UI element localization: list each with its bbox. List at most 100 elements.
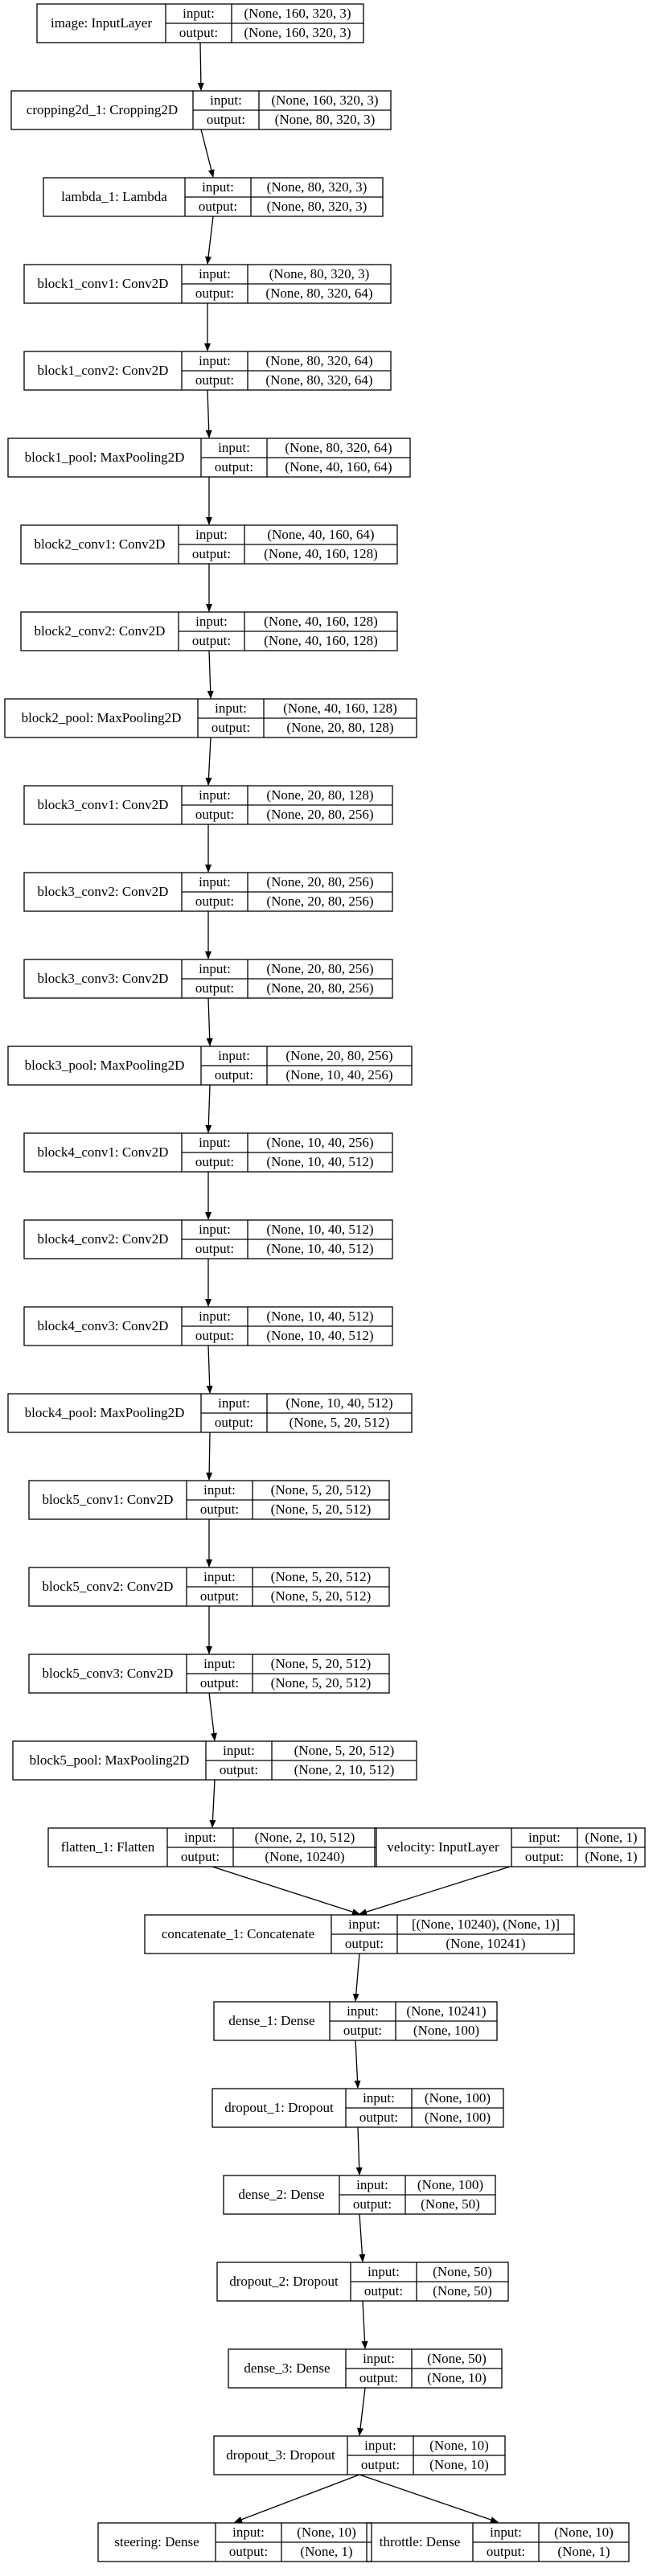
input-shape: (None, 10241) — [406, 2003, 486, 2019]
output-shape: (None, 10, 40, 256) — [285, 1067, 392, 1083]
layer-node-n23: concatenate_1: Concatenateinput:output:[… — [144, 1914, 575, 1954]
layer-name: throttle: Dense — [380, 2534, 461, 2549]
layer-name: dropout_3: Dropout — [226, 2447, 335, 2463]
layer-node-n13: block4_conv1: Conv2Dinput:output:(None, … — [23, 1132, 393, 1173]
edge-n19-n20 — [208, 1692, 217, 1741]
output-label: output: — [487, 2544, 525, 2559]
output-shape: (None, 40, 160, 64) — [285, 459, 392, 475]
layer-name: block2_pool: MaxPooling2D — [22, 710, 182, 725]
output-label: output: — [229, 2544, 268, 2559]
input-label: input: — [218, 1048, 250, 1063]
input-label: input: — [199, 1135, 231, 1150]
layer-name: block3_conv2: Conv2D — [38, 884, 169, 899]
layer-name: flatten_1: Flatten — [61, 1839, 155, 1855]
output-label: output: — [195, 372, 234, 388]
input-shape: (None, 10, 40, 512) — [285, 1395, 392, 1411]
output-label: output: — [364, 2283, 403, 2299]
output-label: output: — [195, 1241, 234, 1256]
edge-n2-n3 — [205, 216, 214, 265]
input-label: input: — [184, 1830, 216, 1845]
output-label: output: — [359, 2370, 398, 2385]
nodes-layer: image: InputLayer input: output: (None, 160… — [4, 3, 646, 2562]
input-shape: (None, 80, 320, 64) — [265, 353, 372, 368]
input-label: input: — [199, 874, 231, 889]
output-label: output: — [200, 1502, 239, 1517]
edge-n15-n16 — [206, 1345, 213, 1394]
layer-name: block3_conv1: Conv2D — [38, 797, 169, 812]
output-shape: (None, 40, 160, 128) — [264, 633, 378, 648]
output-label: output: — [215, 459, 253, 475]
layer-name: block3_pool: MaxPooling2D — [25, 1058, 185, 1073]
output-shape: (None, 5, 20, 512) — [271, 1675, 372, 1691]
input-label: input: — [363, 2351, 395, 2366]
output-shape: (None, 80, 320, 3) — [275, 112, 376, 127]
output-shape: (None, 160, 320, 3) — [244, 25, 351, 40]
output-shape: (None, 80, 320, 3) — [267, 199, 368, 214]
input-label: input: — [356, 2177, 388, 2192]
input-label: input: — [528, 1830, 561, 1845]
edge-n12-n13 — [205, 1084, 212, 1133]
output-label: output: — [212, 720, 250, 735]
layer-node-n14: block4_conv2: Conv2Dinput:output:(None, … — [23, 1219, 393, 1259]
input-shape: [(None, 10240), (None, 1)] — [412, 1917, 560, 1932]
output-label: output: — [343, 2023, 382, 2038]
edge-n25-n26 — [355, 2126, 363, 2175]
output-shape: (None, 20, 80, 256) — [266, 807, 373, 822]
input-label: input: — [183, 6, 215, 21]
output-shape: (None, 1) — [585, 1849, 637, 1864]
output-shape: (None, 10) — [429, 2457, 489, 2472]
edge-n1-n2 — [200, 129, 215, 178]
input-shape: (None, 10, 40, 512) — [266, 1309, 373, 1324]
input-label: input: — [215, 700, 247, 716]
output-shape: (None, 100) — [413, 2023, 479, 2038]
input-shape: (None, 10) — [297, 2525, 356, 2540]
layer-node-n10: block3_conv2: Conv2Dinput:output:(None, … — [23, 872, 393, 912]
layer-name: steering: Dense — [114, 2534, 199, 2549]
layer-node-n8: block2_pool: MaxPooling2D input: output: (N… — [4, 698, 417, 738]
layer-node-n7: block2_conv2: Conv2Dinput:output:(None, … — [20, 611, 398, 651]
layer-name: dropout_2: Dropout — [229, 2274, 339, 2289]
layer-name: block5_conv2: Conv2D — [43, 1579, 174, 1594]
layer-name: block4_conv2: Conv2D — [38, 1231, 169, 1247]
input-shape: (None, 160, 320, 3) — [271, 92, 378, 108]
input-label: input: — [203, 1482, 236, 1498]
output-shape: (None, 5, 20, 512) — [271, 1502, 372, 1517]
output-shape: (None, 1) — [557, 2544, 610, 2559]
edge-n29-n30 — [234, 2474, 360, 2523]
output-label: output: — [195, 286, 234, 301]
input-label: input: — [347, 2003, 379, 2019]
layer-node-n18: block5_conv2: Conv2Dinput:output:(None, … — [28, 1567, 390, 1607]
layer-name: lambda_1: Lambda — [61, 189, 167, 204]
input-shape: (None, 50) — [427, 2351, 487, 2366]
input-shape: (None, 40, 160, 128) — [283, 700, 397, 716]
input-label: input: — [199, 961, 231, 976]
input-label: input: — [199, 353, 231, 368]
input-shape: (None, 80, 320, 3) — [267, 179, 368, 195]
input-shape: (None, 160, 320, 3) — [244, 6, 351, 21]
output-shape: (None, 2, 10, 512) — [294, 1762, 395, 1777]
layer-node-n22: velocity: InputLayerinput:output:(None, … — [374, 1827, 646, 1867]
output-shape: (None, 10) — [427, 2370, 487, 2385]
layer-name: block4_conv3: Conv2D — [38, 1318, 169, 1333]
output-shape: (None, 50) — [421, 2196, 480, 2212]
layer-name: block1_pool: MaxPooling2D — [25, 450, 185, 465]
output-shape: (None, 20, 80, 128) — [286, 720, 393, 735]
output-label: output: — [215, 1415, 253, 1430]
input-shape: (None, 5, 20, 512) — [271, 1656, 372, 1671]
edge-n23-n24 — [352, 1953, 360, 2002]
layer-name: image: InputLayer — [51, 15, 152, 31]
input-label: input: — [199, 1309, 231, 1324]
layer-name: velocity: InputLayer — [387, 1839, 499, 1855]
output-label: output: — [192, 546, 231, 561]
layer-node-n3: block1_conv1: Conv2Dinput:output:(None, … — [23, 264, 392, 304]
output-shape: (None, 5, 20, 512) — [290, 1415, 390, 1430]
layer-node-n4: block1_conv2: Conv2Dinput:output:(None, … — [23, 351, 392, 391]
layer-name: block5_conv1: Conv2D — [43, 1492, 174, 1507]
edge-n29-n31 — [359, 2474, 499, 2523]
input-shape: (None, 10, 40, 512) — [266, 1222, 373, 1237]
output-shape: (None, 20, 80, 256) — [266, 980, 373, 996]
input-shape: (None, 80, 320, 3) — [269, 266, 370, 281]
